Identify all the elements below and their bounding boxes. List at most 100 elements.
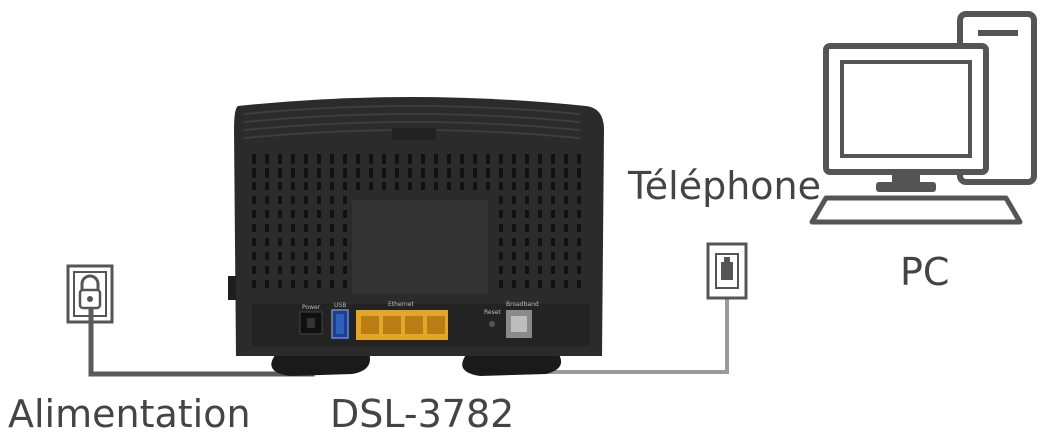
vent-slot [499, 238, 503, 246]
vent-slot [304, 154, 308, 164]
vent-slot [291, 238, 295, 246]
vent-slot [304, 182, 308, 190]
vent-slot [551, 210, 555, 218]
vent-slot [291, 210, 295, 218]
vent-slot [304, 168, 308, 178]
vent-slot [265, 168, 269, 178]
vent-slot [291, 168, 295, 178]
vent-slot [317, 196, 321, 204]
vent-slot [538, 168, 542, 178]
vent-slot [291, 154, 295, 164]
vent-slot [265, 196, 269, 204]
vent-slot [564, 280, 568, 288]
vent-slot [460, 182, 464, 190]
vent-slot [252, 238, 256, 246]
vent-slot [434, 154, 438, 164]
vent-slot [564, 154, 568, 164]
vent-slot [304, 252, 308, 260]
vent-slot [421, 154, 425, 164]
vent-slot [447, 168, 451, 178]
vent-slot [265, 210, 269, 218]
vent-slot [525, 252, 529, 260]
vent-slot [252, 280, 256, 288]
usb-port-label: USB [334, 302, 346, 309]
vent-slot [343, 266, 347, 274]
pc-label: PC [900, 250, 950, 294]
vent-slot [330, 196, 334, 204]
vent-slot [252, 252, 256, 260]
vent-slot [252, 210, 256, 218]
vent-slot [304, 266, 308, 274]
vent-slot [343, 182, 347, 190]
vent-slot [369, 182, 373, 190]
vent-slot [278, 280, 282, 288]
vent-slot [421, 182, 425, 190]
vent-slot [499, 210, 503, 218]
vent-slot [356, 168, 360, 178]
vent-slot [278, 224, 282, 232]
vent-slot [317, 182, 321, 190]
vent-slot [395, 182, 399, 190]
vent-slot [330, 168, 334, 178]
broadband-port: Broadband [506, 301, 539, 338]
vent-slot [343, 252, 347, 260]
router-stand-right [462, 350, 562, 376]
vent-slot [330, 182, 334, 190]
vent-slot [291, 252, 295, 260]
vent-slot [434, 182, 438, 190]
vent-slot [304, 280, 308, 288]
vent-slot [278, 154, 282, 164]
usb-port: USB [331, 302, 349, 339]
vent-slot [421, 168, 425, 178]
vent-slot [512, 238, 516, 246]
vent-slot [265, 182, 269, 190]
vent-slot [499, 168, 503, 178]
vent-slot [564, 210, 568, 218]
vent-slot [330, 238, 334, 246]
vent-slot [278, 252, 282, 260]
vent-slot [278, 196, 282, 204]
broadband-port-label: Broadband [506, 301, 539, 308]
vent-slot [317, 280, 321, 288]
vent-slot [304, 196, 308, 204]
vent-slot [278, 168, 282, 178]
vent-slot [538, 196, 542, 204]
vent-slot [343, 168, 347, 178]
vent-slot [252, 224, 256, 232]
vent-slot [330, 154, 334, 164]
vent-slot [252, 168, 256, 178]
vent-slot [564, 182, 568, 190]
vent-slot [538, 252, 542, 260]
vent-slot [343, 210, 347, 218]
vent-slot [577, 154, 581, 164]
vent-slot [304, 210, 308, 218]
vent-slot [577, 252, 581, 260]
vent-slot [460, 154, 464, 164]
vent-slot [278, 266, 282, 274]
vent-slot [395, 154, 399, 164]
vent-slot [512, 280, 516, 288]
vent-slot [551, 196, 555, 204]
pc-keyboard-icon [809, 195, 1023, 225]
router-vents [252, 154, 581, 288]
vent-slot [382, 182, 386, 190]
power-label: Alimentation [8, 392, 251, 436]
vent-slot [499, 154, 503, 164]
vent-slot [577, 280, 581, 288]
vent-slot [330, 210, 334, 218]
vent-slot [265, 238, 269, 246]
vent-slot [356, 182, 360, 190]
vent-slot [278, 210, 282, 218]
vent-slot [330, 252, 334, 260]
vent-slot [369, 154, 373, 164]
vent-slot [499, 266, 503, 274]
vent-slot [551, 280, 555, 288]
vent-slot [252, 196, 256, 204]
vent-slot [538, 182, 542, 190]
vent-slot [486, 182, 490, 190]
vent-slot [564, 168, 568, 178]
vent-slot [499, 196, 503, 204]
phone-label: Téléphone [628, 164, 821, 208]
vent-slot [551, 154, 555, 164]
vent-slot [564, 266, 568, 274]
